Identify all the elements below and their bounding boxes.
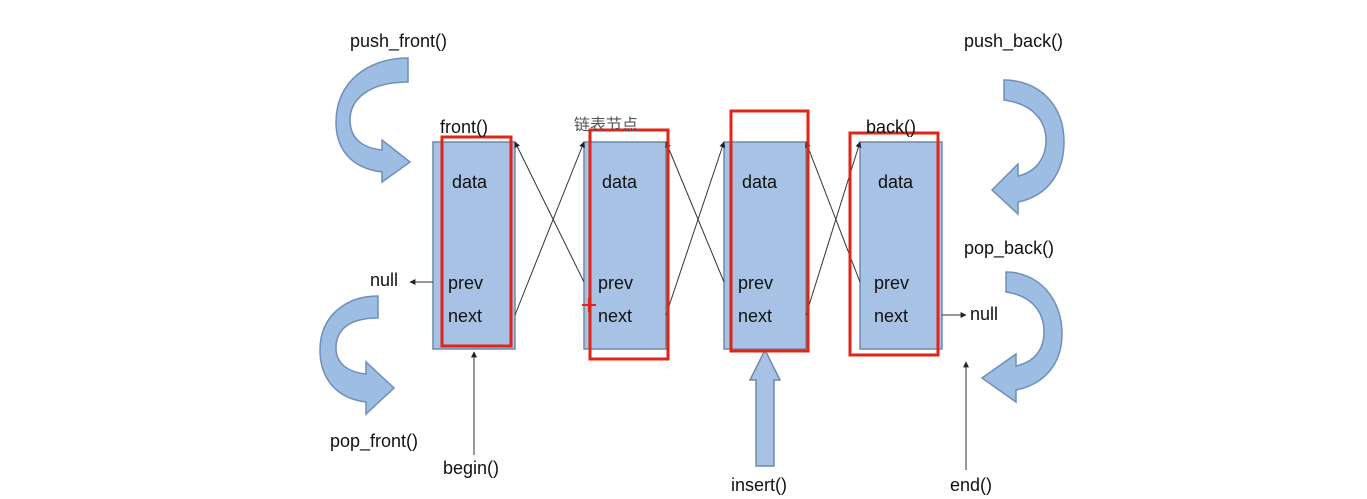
link-lines (409, 141, 969, 470)
node-box-2 (583, 141, 667, 350)
node-caption: 链表节点 (574, 115, 638, 134)
null-left-label: null (370, 270, 398, 290)
highlight-frame-3 (729, 109, 810, 353)
node-2-data: data (602, 172, 638, 192)
begin-label: begin() (443, 458, 499, 478)
back-label: back() (866, 117, 916, 137)
front-label: front() (440, 117, 488, 137)
end-label: end() (950, 475, 992, 495)
node-box-4 (859, 141, 943, 350)
null-right-label: null (970, 304, 998, 324)
node-4-next: next (874, 306, 908, 326)
highlight-frame-1 (440, 135, 513, 348)
node-3-data: data (742, 172, 778, 192)
highlight-frame-2 (588, 128, 670, 361)
node-1-data: data (452, 172, 488, 192)
node-1-next: next (448, 306, 482, 326)
node-3-next: next (738, 306, 772, 326)
node-2-next: next (598, 306, 632, 326)
insert-label: insert() (731, 475, 787, 495)
push-front-label: push_front() (350, 31, 447, 52)
node-box-3 (723, 141, 807, 350)
pop-front-label: pop_front() (330, 431, 418, 452)
pop-front-curved-arrow (319, 295, 396, 416)
red-cross-mark (582, 298, 596, 312)
node-box-1 (432, 141, 516, 350)
highlight-frames (440, 109, 940, 361)
node-4-prev: prev (874, 273, 909, 293)
highlight-frame-4 (848, 131, 940, 357)
push-back-curved-arrow (990, 79, 1065, 216)
node-2-prev: prev (598, 273, 633, 293)
push-back-label: push_back() (964, 31, 1063, 52)
insert-block-arrow (748, 348, 782, 467)
node-4-data: data (878, 172, 914, 192)
pop-back-curved-arrow (980, 271, 1063, 404)
node-3-prev: prev (738, 273, 773, 293)
pop-back-label: pop_back() (964, 238, 1054, 259)
push-front-curved-arrow (335, 57, 412, 184)
node-1-prev: prev (448, 273, 483, 293)
